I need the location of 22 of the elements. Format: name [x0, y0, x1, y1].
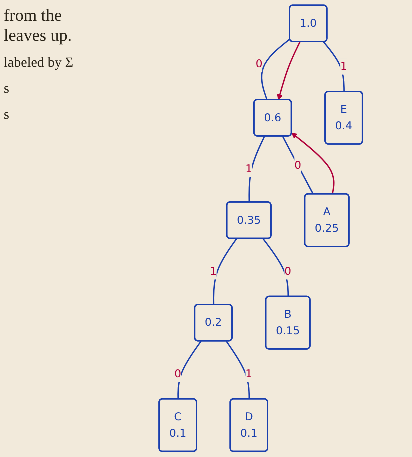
connector: [261, 38, 291, 100]
text-label: from the leaves up.: [4, 6, 73, 46]
edge-label: 1: [340, 60, 348, 73]
edge-label: 1: [246, 162, 253, 176]
arrow: [277, 42, 301, 100]
edge-label: 0: [256, 57, 263, 70]
connector: [178, 341, 202, 400]
connector: [248, 136, 266, 203]
text-label: labeled by Σ: [4, 56, 75, 72]
connector: [323, 42, 345, 92]
edge-label: 1: [210, 264, 218, 278]
edge-label: 0: [284, 264, 292, 278]
text-label: s: [4, 108, 10, 124]
text-label: s: [4, 82, 10, 98]
edge-label: 1: [246, 367, 253, 380]
edge-label: 0: [294, 158, 302, 172]
connector: [262, 238, 290, 297]
connector: [213, 238, 238, 306]
connector: [226, 341, 250, 400]
connector: [282, 136, 314, 195]
edge-label: 0: [174, 367, 182, 380]
arrow: [292, 132, 335, 195]
